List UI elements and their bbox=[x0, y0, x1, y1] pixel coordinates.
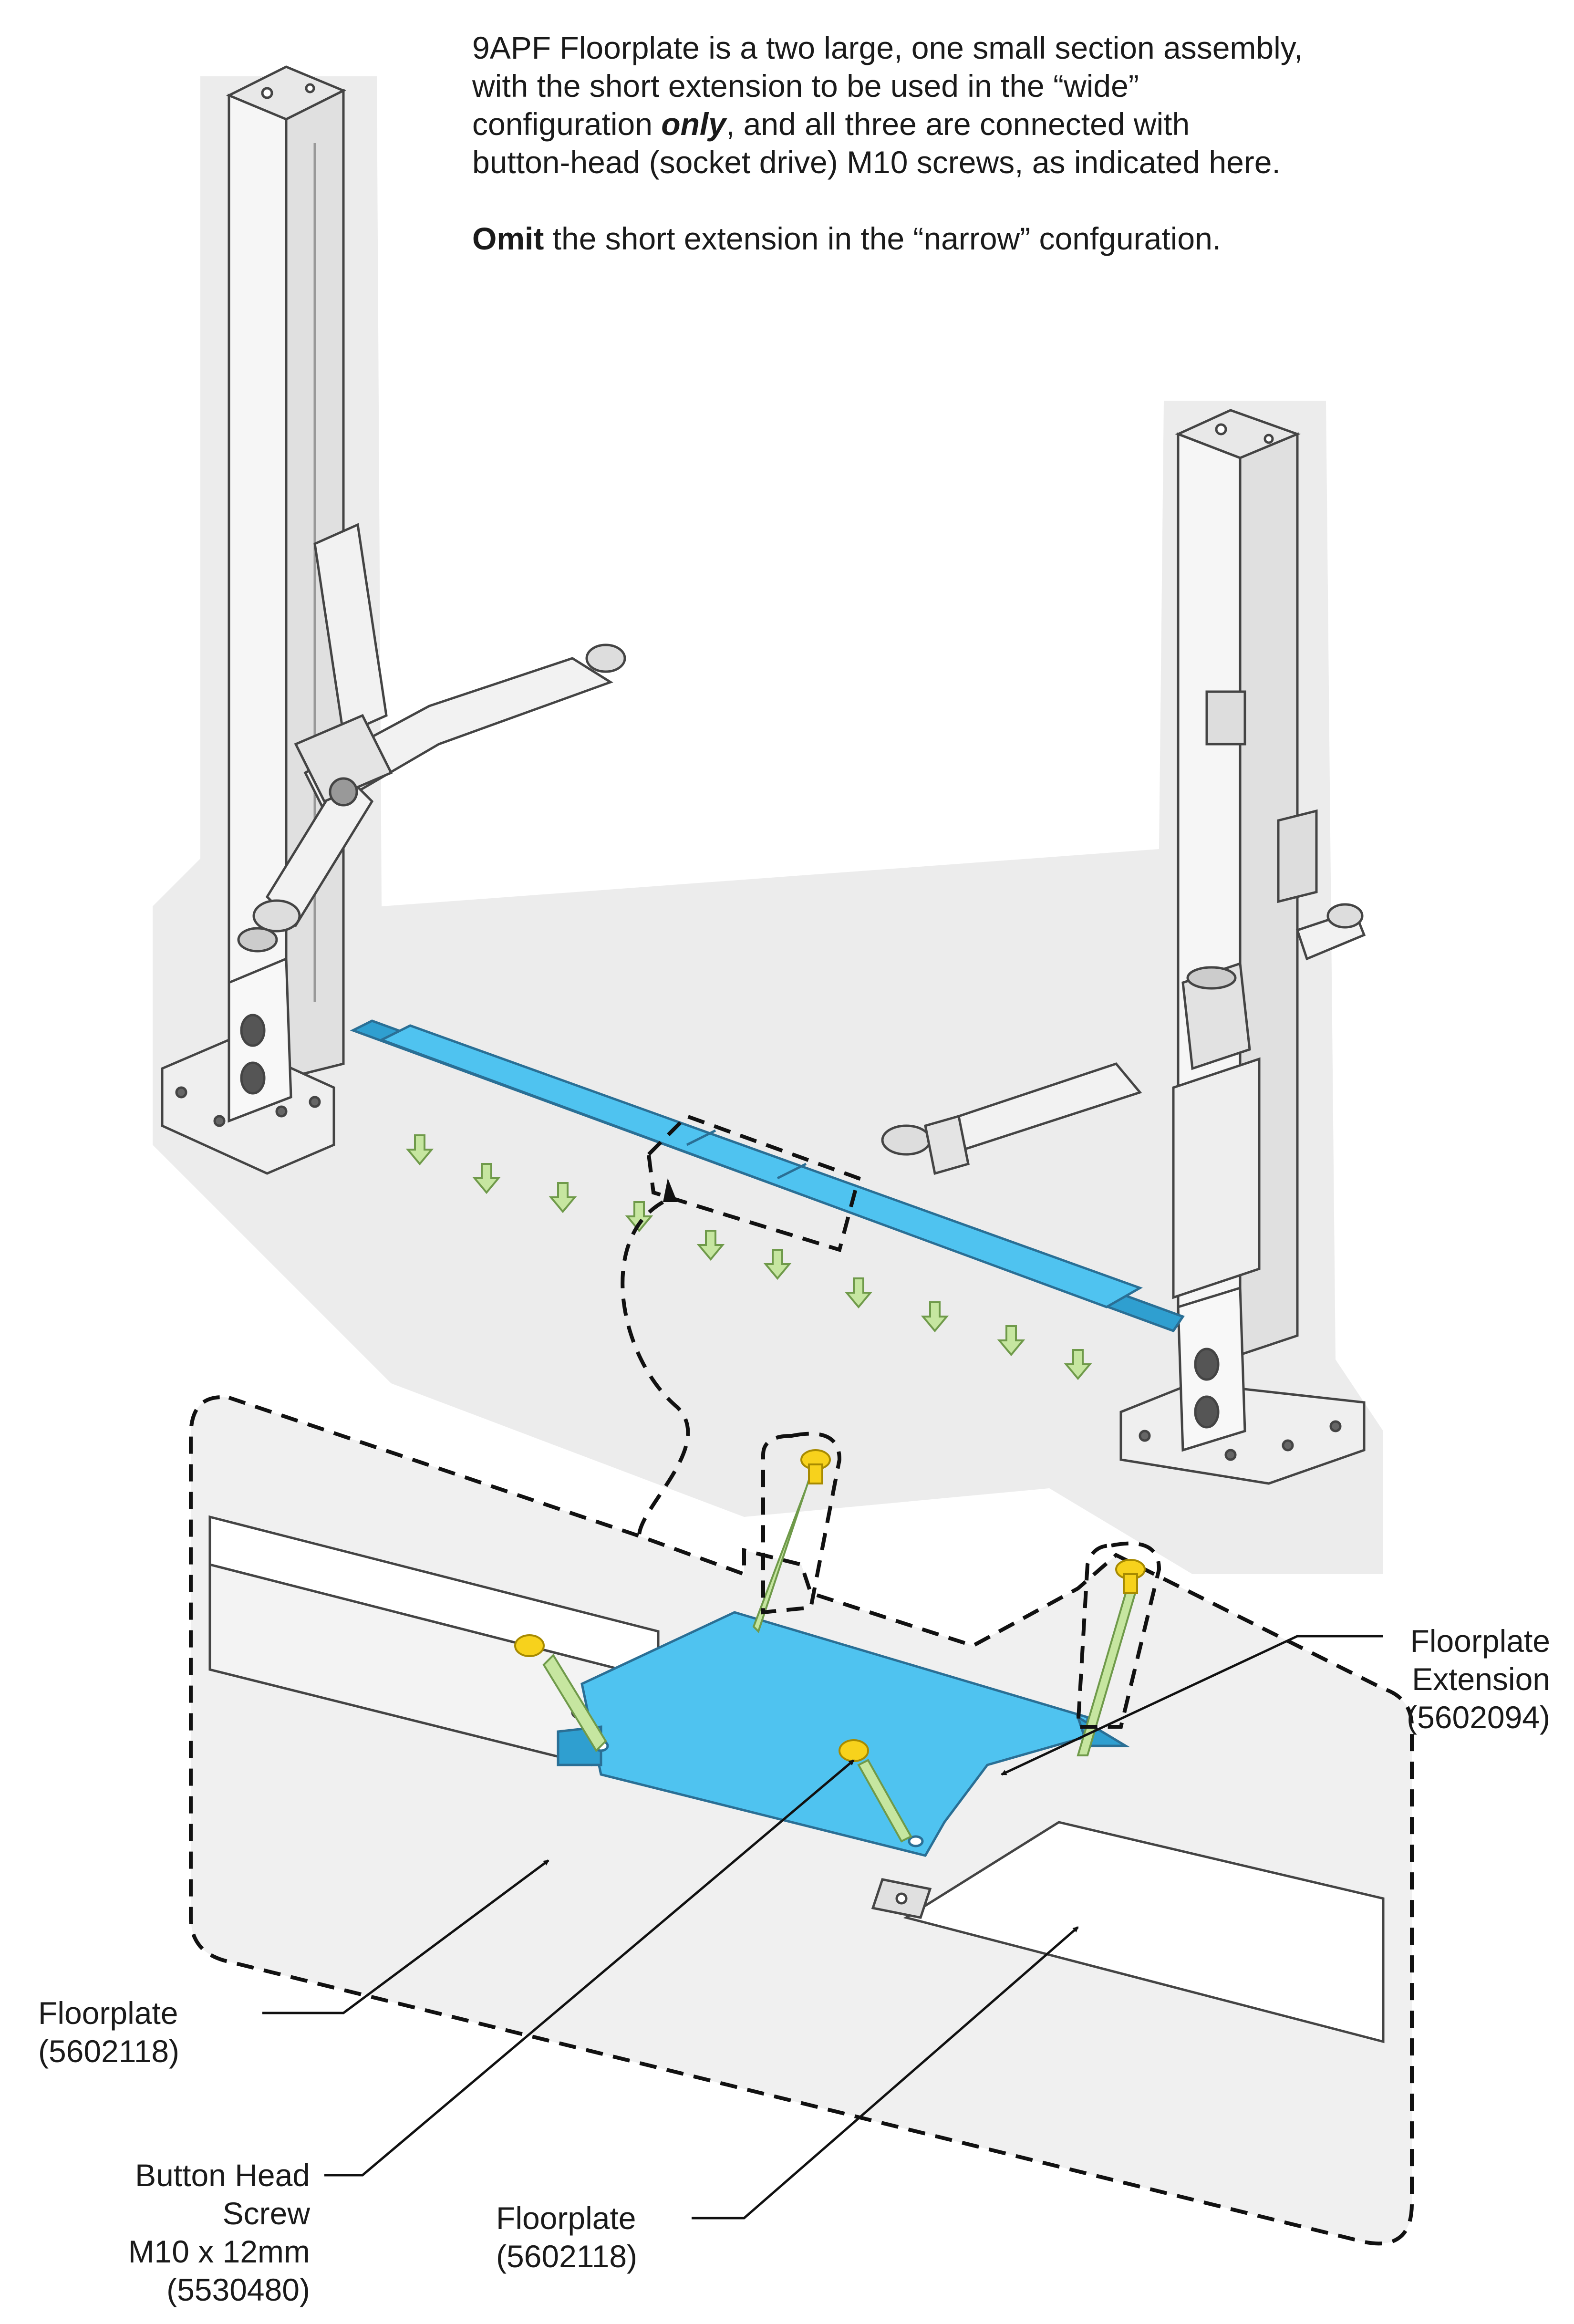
left-column-lift-arms bbox=[237, 523, 626, 953]
lift-background-halo bbox=[153, 76, 1383, 1574]
intro-line: button-head (socket drive) M10 screws, a… bbox=[472, 145, 1281, 180]
callout-floorplate-extension: Floorplate Extension (5602094) bbox=[1278, 1622, 1550, 1736]
callout-button-head-screw: Button Head Screw M10 x 12mm (5530480) bbox=[67, 2156, 310, 2309]
floorplate-assembly bbox=[350, 1019, 1185, 1333]
omit-text: the short extension in the “narrow” conf… bbox=[544, 221, 1222, 256]
callout-label: Button Head bbox=[135, 2158, 310, 2193]
intro-paragraph: 9APF Floorplate is a two large, one smal… bbox=[472, 29, 1483, 181]
callout-part-number: (5530480) bbox=[166, 2272, 310, 2307]
intro-line: configuration bbox=[472, 106, 662, 142]
callout-spec: M10 x 12mm bbox=[128, 2234, 310, 2269]
intro-emphasis: only bbox=[661, 106, 726, 142]
callout-label: Floorplate bbox=[38, 1995, 178, 2031]
right-column-lift-arm bbox=[881, 903, 1366, 1175]
detail-screws bbox=[514, 1449, 1146, 1843]
left-column-base bbox=[161, 957, 335, 1175]
leader-lines bbox=[262, 1635, 1383, 2220]
screw-icon bbox=[752, 1449, 831, 1633]
left-column bbox=[226, 65, 347, 1080]
callout-label: Floorplate bbox=[496, 2200, 636, 2236]
intro-line: with the short extension to be used in t… bbox=[472, 68, 1139, 104]
detail-floorplate-right bbox=[871, 1821, 1385, 2044]
intro-line: 9APF Floorplate is a two large, one smal… bbox=[472, 30, 1303, 65]
detail-link-arrow-icon bbox=[663, 1178, 677, 1202]
callout-label: Screw bbox=[222, 2196, 310, 2231]
detail-floorplate-extension bbox=[557, 1611, 1130, 1857]
omit-paragraph: Omit the short extension in the “narrow”… bbox=[472, 219, 1483, 258]
right-column-base bbox=[1119, 1286, 1366, 1485]
right-column-power-unit bbox=[1172, 962, 1261, 1299]
screw-icon bbox=[514, 1634, 607, 1753]
drop-arrows bbox=[405, 1134, 1092, 1380]
callout-label: Extension bbox=[1412, 1661, 1550, 1697]
callout-part-number: (5602094) bbox=[1407, 1700, 1550, 1735]
intro-line: , and all three are connected with bbox=[725, 106, 1190, 142]
callout-floorplate-center: Floorplate (5602118) bbox=[496, 2199, 637, 2275]
callout-part-number: (5602118) bbox=[38, 2033, 180, 2069]
screw-icon bbox=[1077, 1559, 1146, 1756]
callout-label: Floorplate bbox=[1410, 1623, 1551, 1659]
detail-link-curve bbox=[621, 1200, 690, 1536]
omit-bold: Omit bbox=[472, 221, 544, 256]
screw-inset-outline bbox=[1076, 1541, 1161, 1729]
callout-part-number: (5602118) bbox=[496, 2239, 638, 2274]
intro-text: 9APF Floorplate is a two large, one smal… bbox=[472, 29, 1483, 296]
callout-floorplate-left: Floorplate (5602118) bbox=[38, 1994, 179, 2070]
screw-inset-outline bbox=[761, 1432, 842, 1615]
extension-highlight-box bbox=[646, 1114, 861, 1253]
